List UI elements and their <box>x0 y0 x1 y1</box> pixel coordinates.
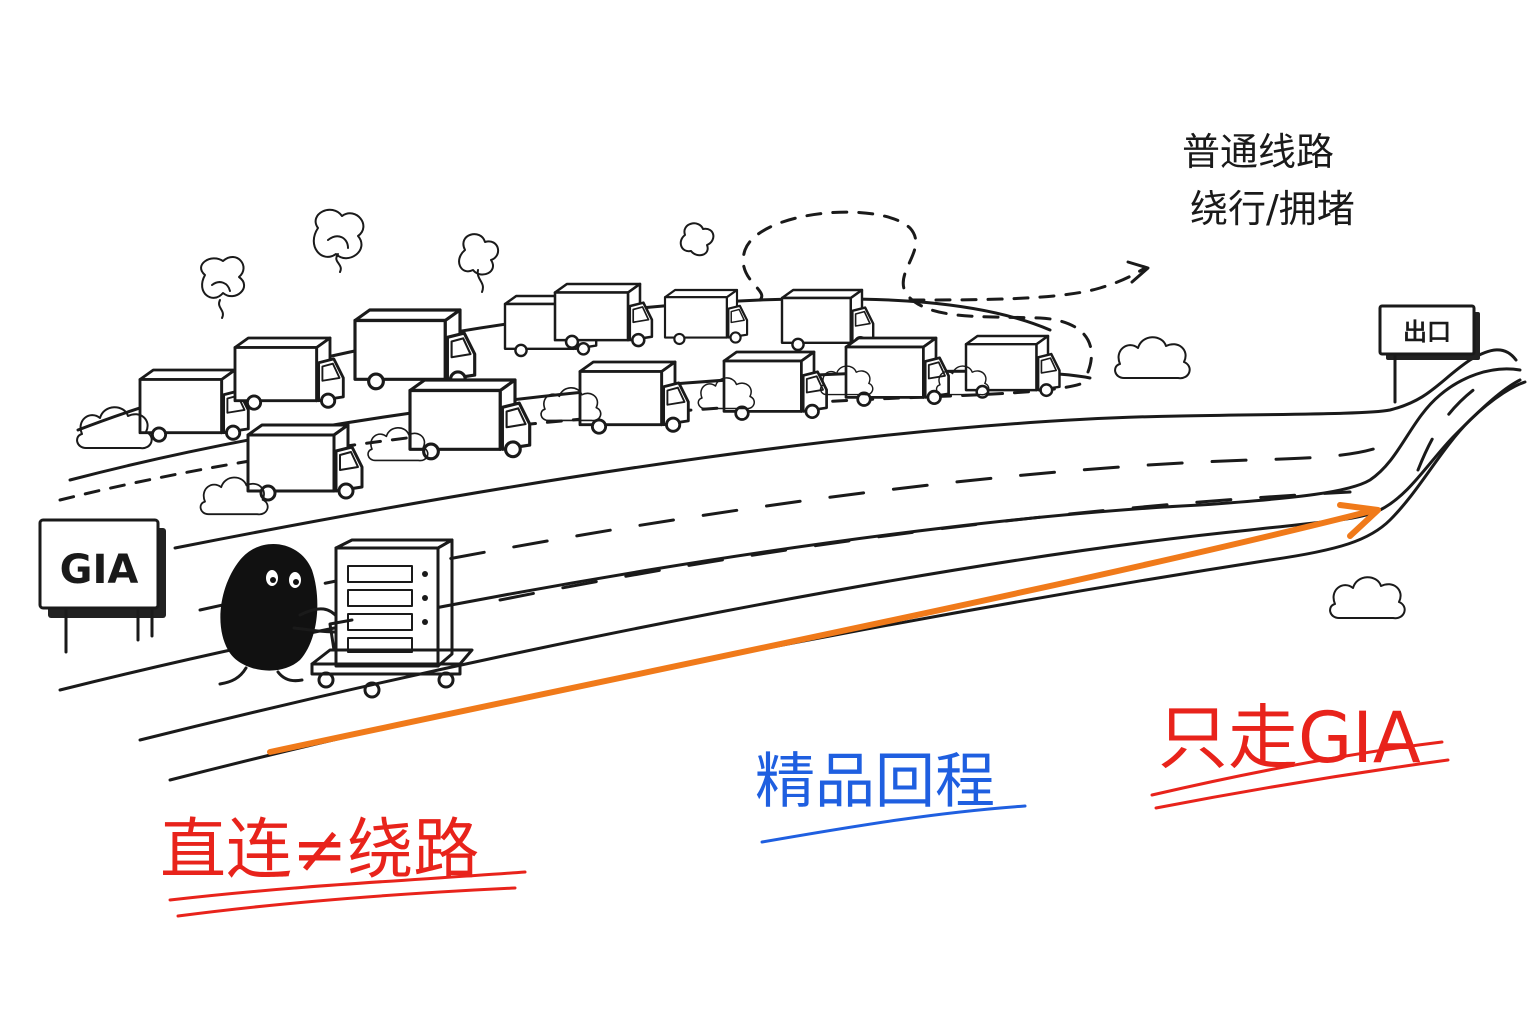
delivery-truck-icon <box>844 336 950 407</box>
delivery-truck-icon <box>780 288 875 352</box>
direct-underline <box>168 870 527 918</box>
bush-cloud-icon <box>935 365 990 396</box>
delivery-truck-icon <box>553 282 654 350</box>
bush-cloud-icon <box>1329 576 1406 620</box>
bush-cloud-icon <box>697 377 755 410</box>
normal-route-subtitle: 绕行/拥堵 <box>1190 187 1355 231</box>
exit-sign-label: 出口 <box>1403 318 1451 346</box>
only-gia-underline <box>1150 740 1450 810</box>
bush-cloud-icon <box>819 365 874 396</box>
delivery-truck-icon <box>663 288 749 346</box>
delivery-truck-icon <box>233 336 345 411</box>
normal-route-title: 普通线路 <box>1182 130 1334 174</box>
delivery-truck-icon <box>578 360 690 435</box>
bush-cloud-icon <box>1114 336 1191 380</box>
traffic-trucks <box>138 282 1061 502</box>
direct-label: 直连≠绕路 <box>160 811 479 888</box>
bush-cloud-icon <box>199 476 269 516</box>
roadside-bushes <box>76 336 1406 620</box>
exhaust-smoke-icon <box>200 208 715 319</box>
delivery-truck-icon <box>408 378 532 461</box>
delivery-truck-icon <box>353 308 477 391</box>
delivery-truck-icon <box>138 368 250 443</box>
premium-underline <box>760 804 1027 844</box>
server-rack-icon <box>334 538 454 668</box>
gia-route-arrow <box>267 507 1378 755</box>
cart <box>310 618 474 699</box>
bush-cloud-icon <box>367 427 429 462</box>
bush-cloud-icon <box>76 406 153 450</box>
gia-route-arrowhead <box>1337 502 1381 539</box>
exit-sign: 出口 <box>1378 304 1480 404</box>
delivery-truck-icon <box>722 350 828 421</box>
character-with-server-cart <box>218 538 474 699</box>
gia-sign-label: GIA <box>60 547 139 593</box>
premium-label: 精品回程 <box>755 747 995 817</box>
delivery-truck-icon <box>964 334 1061 399</box>
bush-cloud-icon <box>540 387 602 422</box>
character <box>218 543 340 686</box>
delivery-truck-icon <box>246 423 364 502</box>
gia-highway <box>58 348 1527 782</box>
gia-sign: GIA <box>38 518 166 654</box>
